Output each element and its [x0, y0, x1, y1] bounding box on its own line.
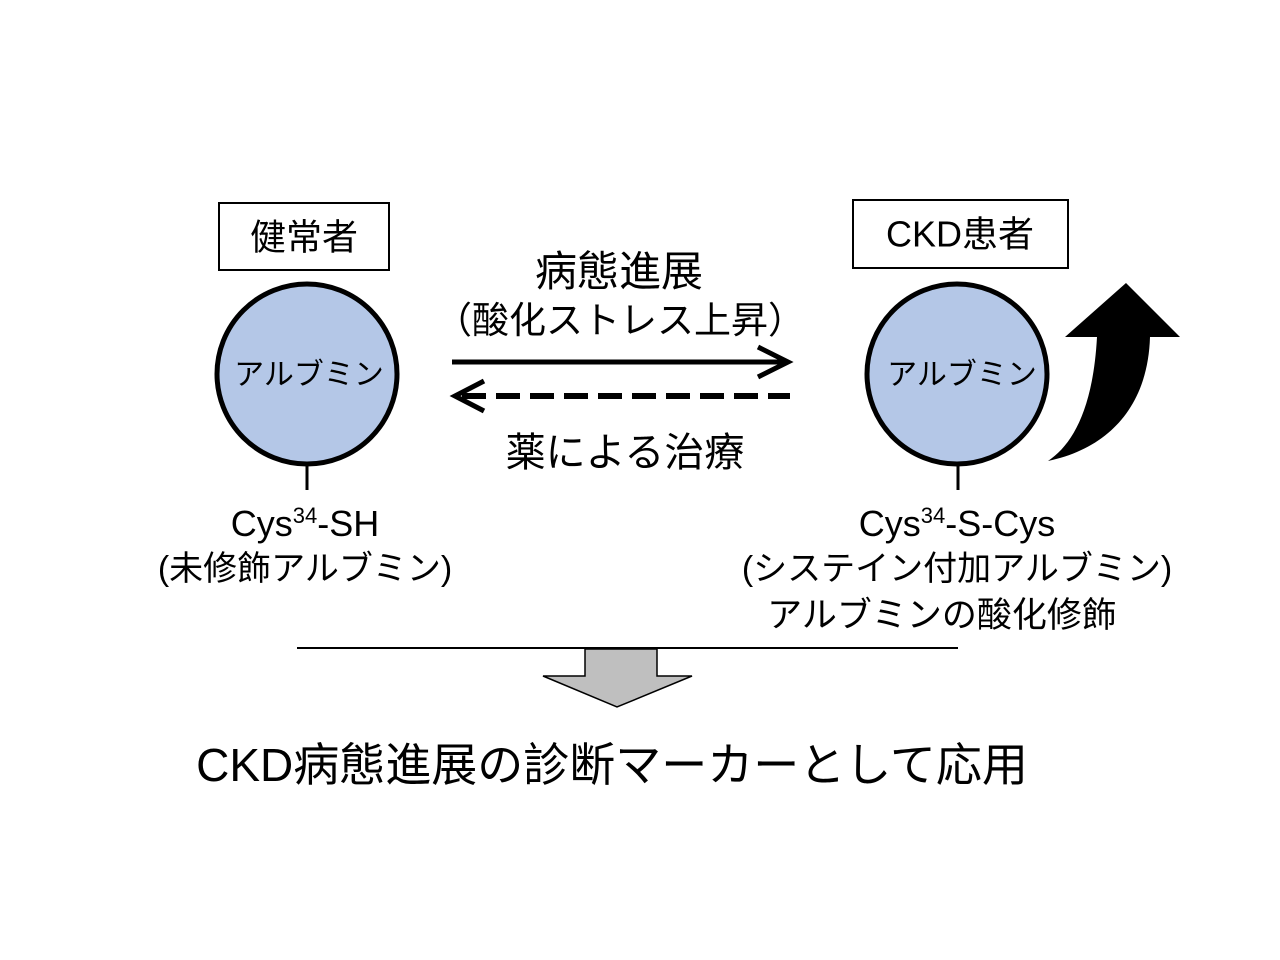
result-arrow-icon	[542, 648, 693, 708]
patient-label: CKD患者	[886, 214, 1034, 255]
healthy-residue-position: 34	[293, 503, 317, 528]
patient-residue: Cys34-S-Cys	[859, 503, 1055, 544]
healthy-residue-group: -SH	[317, 503, 379, 544]
patient-albumin-circle	[864, 281, 1050, 467]
conclusion-text: CKD病態進展の診断マーカーとして応用	[196, 739, 1028, 791]
patient-residue-name: Cys	[859, 503, 921, 544]
healthy-albumin-label: アルブミン	[234, 359, 384, 392]
progression-label: 病態進展	[535, 248, 703, 295]
conclusion-group: CKD病態進展の診断マーカーとして応用	[196, 647, 1028, 791]
patient-residue-group: -S-Cys	[945, 503, 1055, 544]
patient-albumin-label: アルブミン	[887, 359, 1037, 392]
healthy-residue: Cys34-SH	[231, 503, 379, 544]
treatment-arrow-head	[449, 378, 486, 414]
progression-arrow-head	[756, 344, 794, 380]
patient-state: (システイン付加アルブミン)	[742, 550, 1172, 588]
healthy-albumin-circle	[214, 281, 400, 467]
patient-residue-position: 34	[921, 503, 945, 528]
treatment-label: 薬による治療	[506, 431, 745, 475]
healthy-label: 健常者	[250, 217, 358, 258]
patient-label-box	[852, 199, 1069, 269]
healthy-label-box	[218, 202, 390, 271]
healthy-group: 健常者 アルブミン Cys34-SH (未修飾アルブミン)	[158, 202, 452, 588]
patient-group: CKD患者 アルブミン Cys34-S-Cys (システイン付加アルブミン) ア…	[742, 199, 1180, 635]
patient-note: アルブミンの酸化修飾	[767, 596, 1117, 635]
healthy-state: (未修飾アルブミン)	[158, 550, 452, 588]
increase-arrow-icon	[1048, 283, 1180, 461]
healthy-residue-name: Cys	[231, 503, 293, 544]
transition-group: 病態進展 （酸化ストレス上昇） 薬による治療	[435, 248, 805, 475]
progression-cause-label: （酸化ストレス上昇）	[435, 300, 805, 341]
